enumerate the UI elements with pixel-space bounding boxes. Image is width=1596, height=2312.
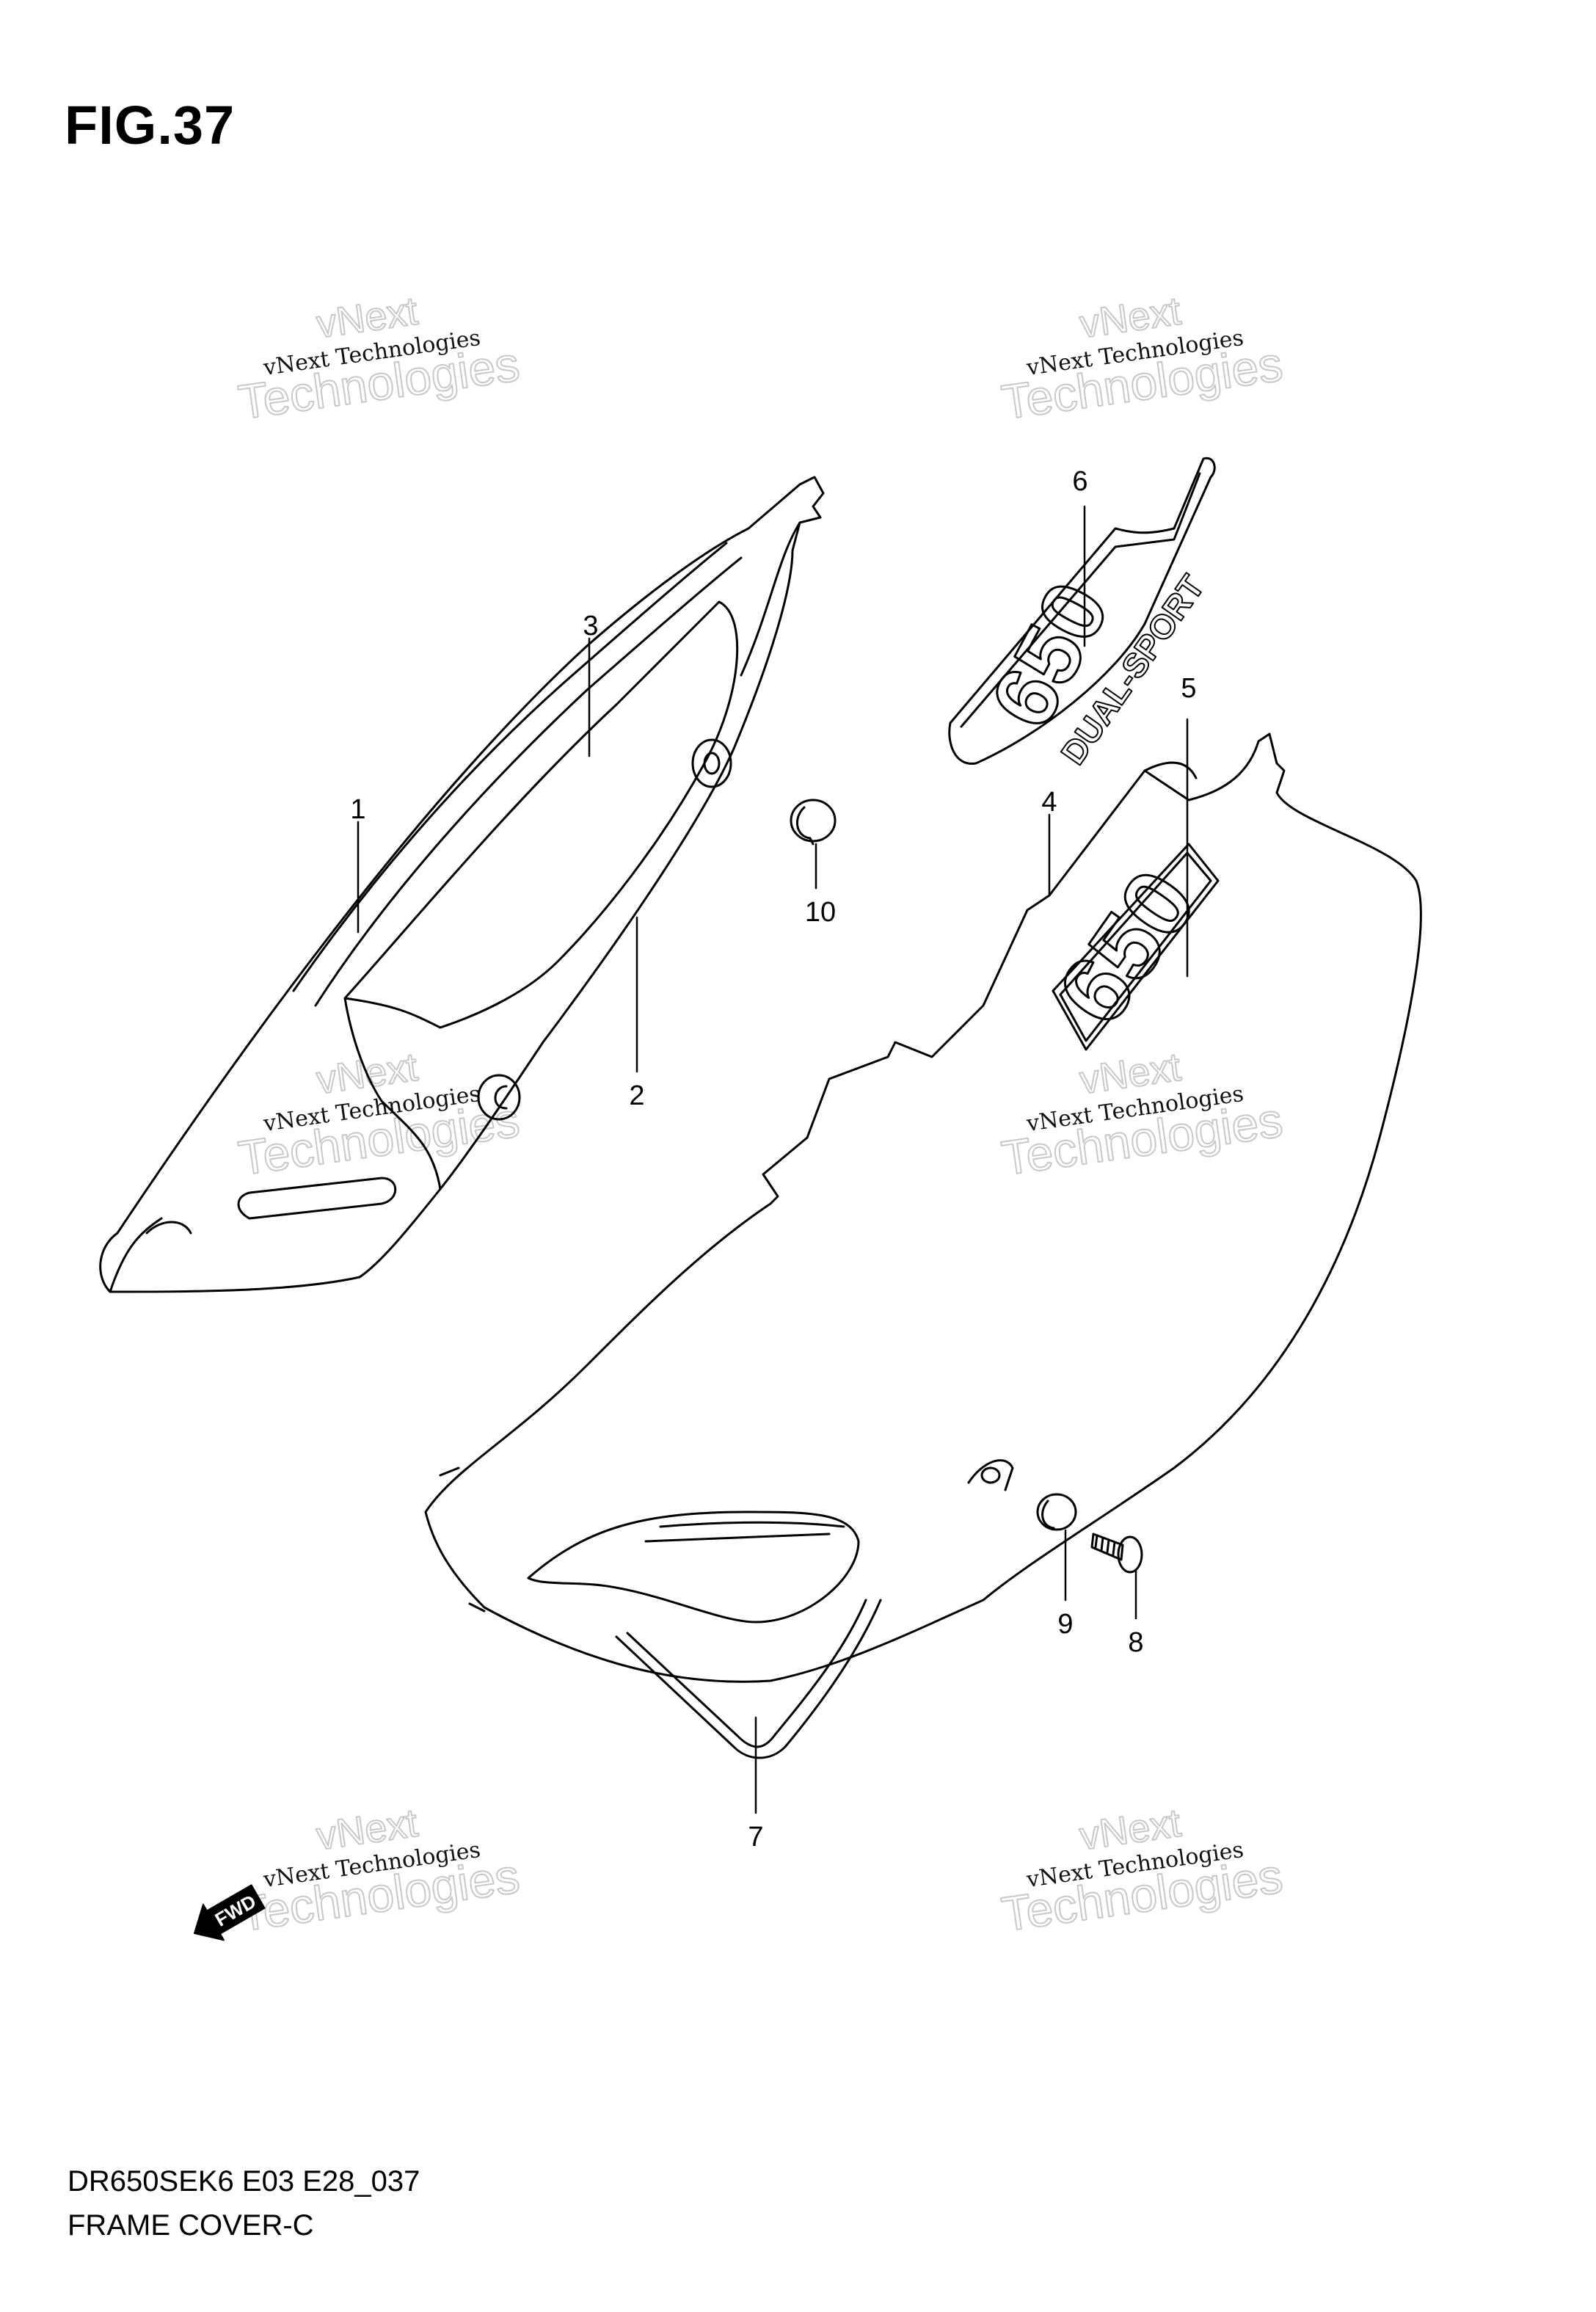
callout-1: 1 xyxy=(350,794,365,825)
diagram-code: DR650SEK6 E03 E28_037 xyxy=(68,2165,420,2198)
watermark: vNext Technologies vNext Technologies xyxy=(234,288,523,430)
callout-6: 6 xyxy=(1072,466,1087,497)
callout-10: 10 xyxy=(805,897,836,928)
watermark: vNext Technologies vNext Technologies xyxy=(997,288,1286,430)
mount-tab xyxy=(967,1459,1014,1491)
watermark: vNext Technologies vNext Technologies xyxy=(997,1044,1286,1186)
callout-8: 8 xyxy=(1128,1627,1143,1658)
callout-4: 4 xyxy=(1041,787,1057,818)
figure-title: FIG.37 xyxy=(65,95,236,156)
grommet-hole xyxy=(691,738,732,788)
watermark: vNext Technologies vNext Technologies xyxy=(997,1800,1286,1942)
grommet-hole xyxy=(477,1074,521,1121)
callout-9: 9 xyxy=(1057,1609,1073,1640)
watermark: vNext Technologies vNext Technologies xyxy=(234,1800,523,1942)
vent-slot xyxy=(237,1177,397,1220)
callout-2: 2 xyxy=(629,1080,644,1111)
emblem-decal-part-6: 650 DUAL-SPORT xyxy=(948,457,1216,772)
left-frame-cover xyxy=(99,476,825,1293)
grommet-part-10 xyxy=(790,799,837,846)
callout-labels: 1 2 3 4 5 6 7 8 9 10 xyxy=(350,466,1196,1853)
callout-7: 7 xyxy=(748,1822,763,1853)
callout-5: 5 xyxy=(1181,673,1196,704)
inner-panel xyxy=(343,600,739,1029)
rear-vent xyxy=(527,1511,860,1624)
diagram-name: FRAME COVER-C xyxy=(68,2209,314,2242)
decal-650-text: 650 xyxy=(1037,851,1216,1043)
callout-3: 3 xyxy=(583,611,598,641)
watermark: vNext Technologies vNext Technologies xyxy=(234,1044,523,1186)
leader-lines xyxy=(357,505,1189,1814)
screw-part-8 xyxy=(1090,1533,1143,1574)
grommet-part-9 xyxy=(1036,1493,1077,1531)
watermarks: vNext Technologies vNext Technologies vN… xyxy=(234,288,1286,1942)
right-frame-cover xyxy=(424,733,1422,1759)
inner-liner-part-7 xyxy=(615,1599,882,1759)
